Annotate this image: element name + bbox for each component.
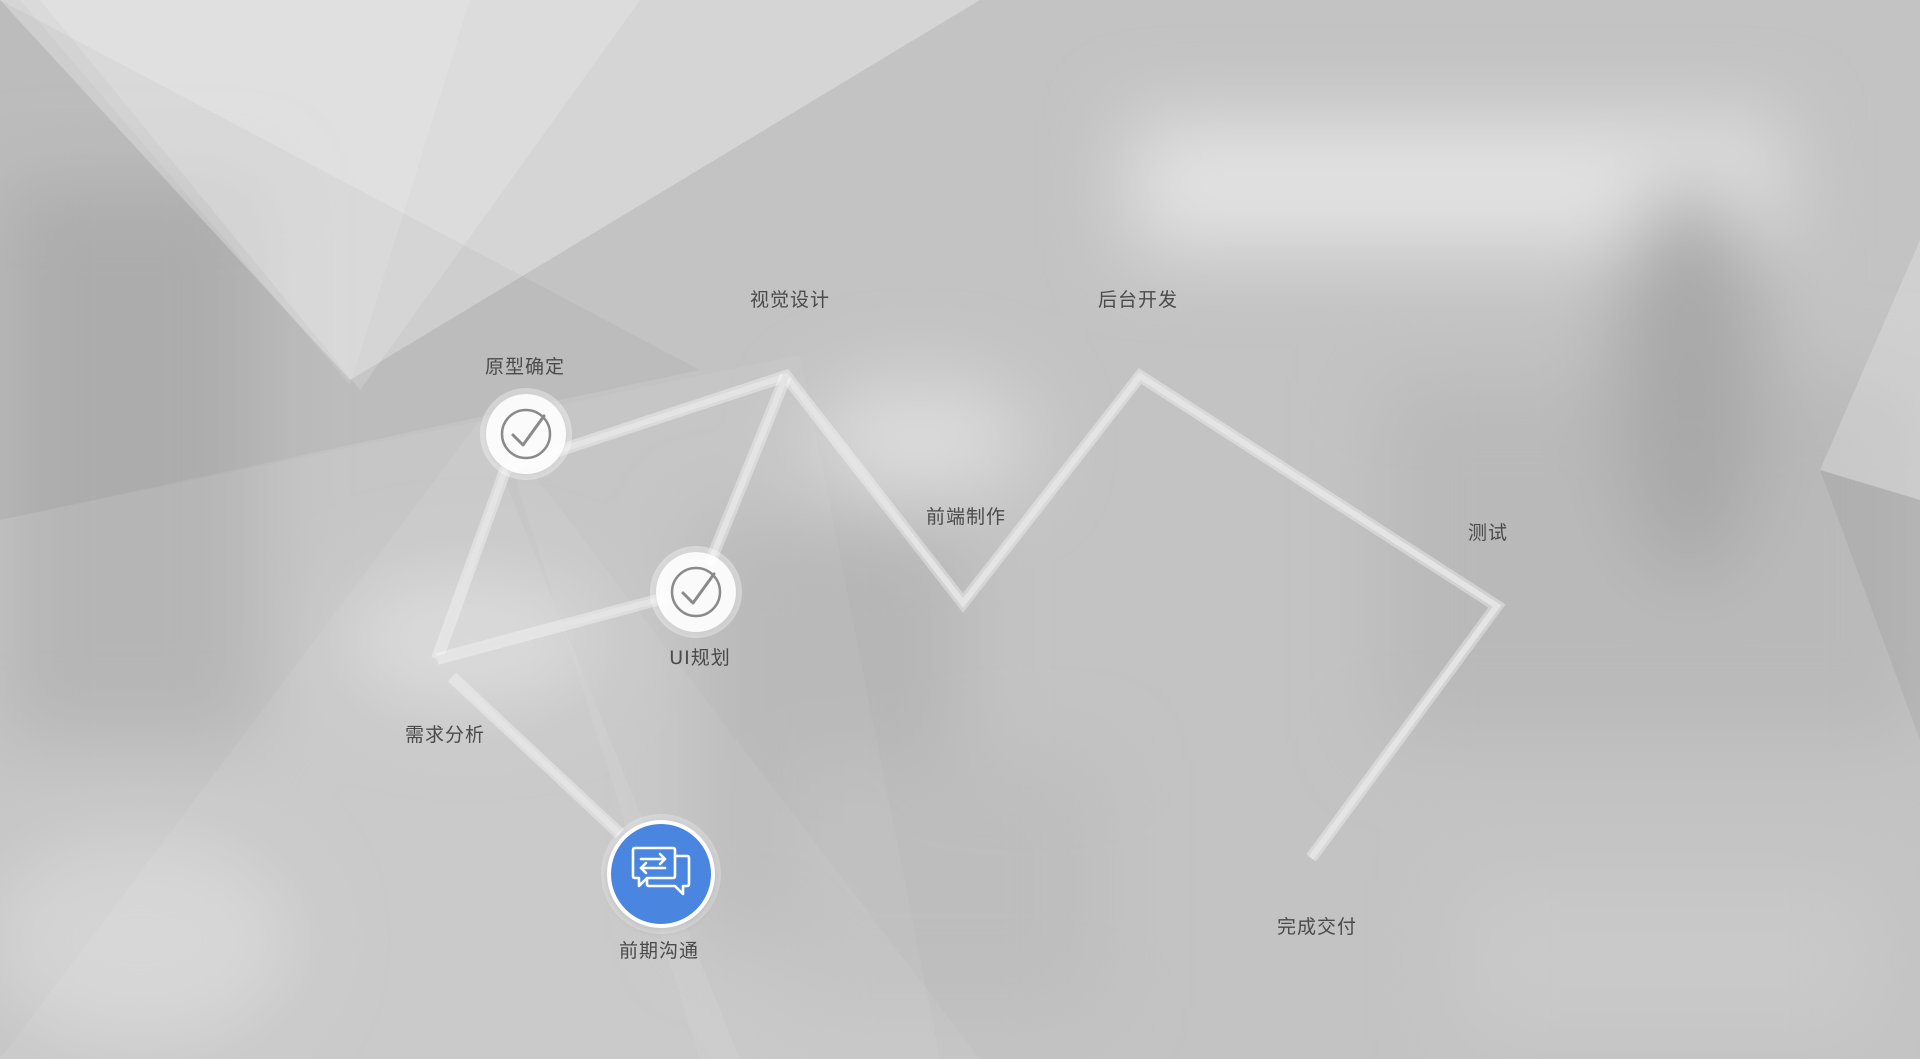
step-label-testing: 测试 bbox=[1467, 522, 1509, 544]
path-segment-0 bbox=[449, 674, 623, 837]
step-label-requirements: 需求分析 bbox=[404, 724, 486, 746]
path-segment-3 bbox=[706, 374, 789, 567]
step-label-frontend: 前端制作 bbox=[925, 506, 1007, 528]
step-label-visual-design: 视觉设计 bbox=[749, 289, 831, 311]
step-label-prototype: 原型确定 bbox=[484, 356, 566, 378]
step-label-ui-planning: UI规划 bbox=[669, 647, 731, 669]
path-segment-2 bbox=[436, 593, 673, 662]
step-label-backend: 后台开发 bbox=[1097, 289, 1179, 311]
check-icon bbox=[670, 566, 722, 618]
step-label-communication: 前期沟通 bbox=[618, 940, 700, 962]
step-label-delivery: 完成交付 bbox=[1276, 916, 1358, 938]
step-node-ui-planning[interactable] bbox=[656, 552, 736, 632]
chat-exchange-icon bbox=[631, 846, 691, 896]
step-node-prototype[interactable] bbox=[486, 394, 566, 474]
check-icon bbox=[500, 408, 552, 460]
step-node-communication[interactable] bbox=[607, 820, 715, 928]
